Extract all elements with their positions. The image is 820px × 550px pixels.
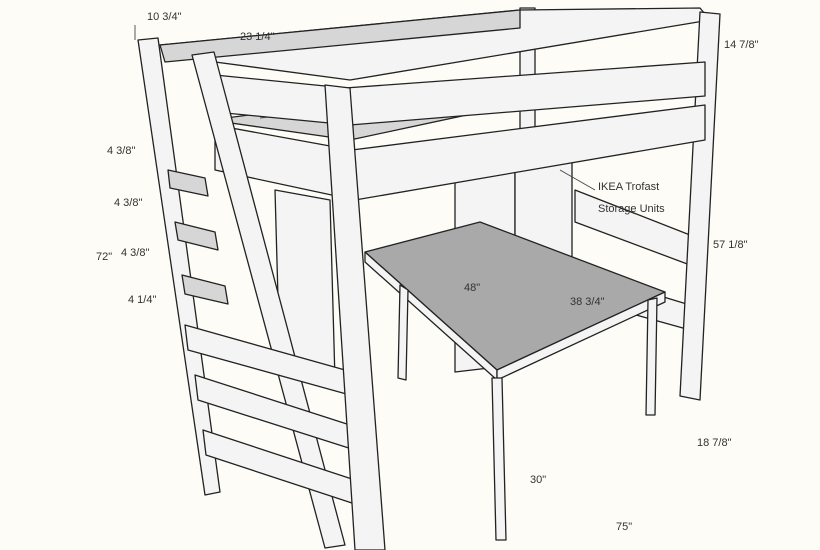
callout-leader [559,169,596,191]
desk-side-edge [496,291,666,381]
desk-leg [645,297,658,416]
dim-rung-spacing-4: 4 1/4" [128,294,156,306]
dim-leg-offset: 18 7/8" [697,437,732,449]
dimension-labels: 10 3/4" 23 1/4" 14 7/8" 4 3/8" 4 3/8" 4 … [96,11,759,533]
dim-overall-length: 75" [616,521,632,533]
dim-desk-height: 30" [530,474,546,486]
back-right-post [679,11,721,401]
desk [364,221,666,541]
dim-desk-depth: 38 3/4" [570,296,605,308]
dim-rung-spacing-1: 4 3/8" [107,145,135,157]
dim-overall-height: 72" [96,251,112,263]
dim-guard-rail-height: 14 7/8" [724,39,759,51]
right-side-rail [574,189,691,266]
ladder-rung [174,221,219,251]
desk-leg [491,377,507,541]
ladder-rung [167,169,209,197]
ladder [137,37,386,550]
ladder-rung [181,274,229,305]
dim-rung-spacing-2: 4 3/8" [114,197,142,209]
dim-top-rail-offset: 10 3/4" [147,11,182,23]
dim-top-rail-gap: 23 1/4" [240,31,275,43]
back-rail-top [159,9,521,63]
callout-line-1: IKEA Trofast [598,181,659,193]
dim-desk-width: 48" [464,282,480,294]
desk-leg [397,284,409,381]
front-right-post [324,84,386,550]
bed-platform [209,61,706,201]
callout-line-2: Storage Units [598,203,665,215]
dim-rung-spacing-3: 4 3/8" [121,247,149,259]
dim-under-bed-height: 57 1/8" [713,239,748,251]
